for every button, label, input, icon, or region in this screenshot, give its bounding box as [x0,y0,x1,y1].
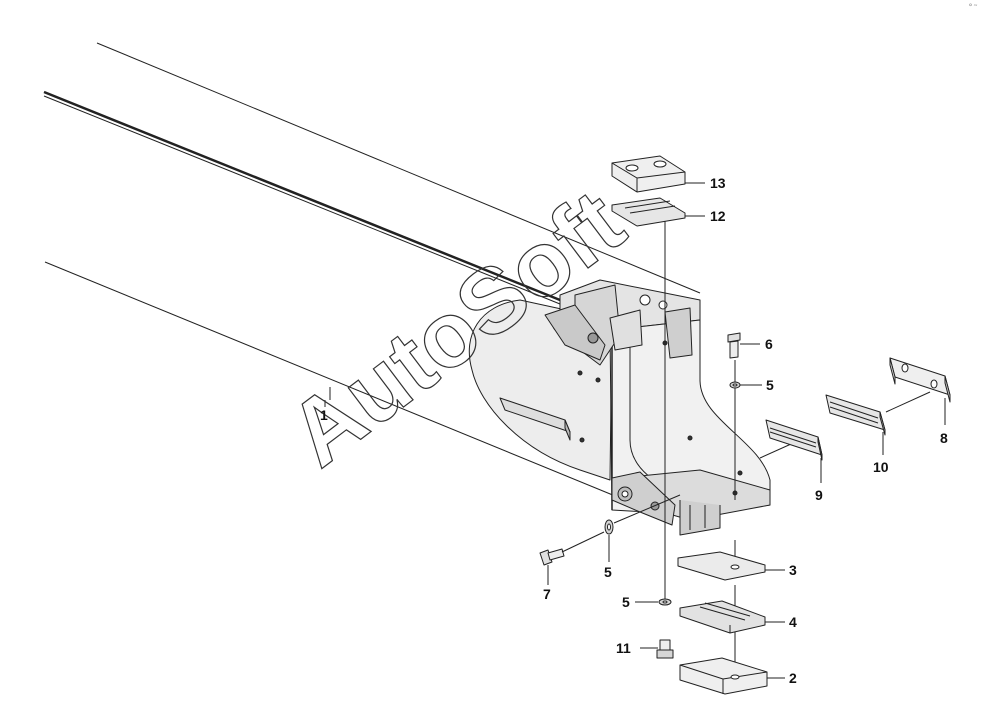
part-label-5-bottom: 5 [622,594,630,610]
spacer-plate-part [611,197,686,227]
part-label-13: 13 [710,175,726,191]
part-label-1: 1 [320,407,328,423]
side-shim-large-part [825,391,931,436]
washer-part [604,381,741,606]
bolt-part [727,332,741,359]
part-label-8: 8 [940,430,948,446]
part-label-11: 11 [616,640,631,656]
lower-plate-part [677,551,766,581]
part-label-2: 2 [789,670,797,686]
part-label-5-top: 5 [766,377,774,393]
top-block-part [611,155,686,193]
side-shim-small-part [765,419,823,461]
part-label-3: 3 [789,562,797,578]
mounting-bracket [468,279,771,536]
bottom-block-part [679,657,768,695]
bottom-bolt-part [656,639,674,659]
part-label-12: 12 [710,208,726,224]
lower-shim-part [679,600,766,634]
part-label-9: 9 [815,487,823,503]
side-bolt-part [539,439,801,566]
part-label-6: 6 [765,336,773,352]
part-label-10: 10 [873,459,889,475]
part-labels: 13 12 6 5 8 10 9 1 3 4 2 5 7 5 11 [320,175,948,686]
side-block-part [889,357,951,403]
corner-mark: ˚˜ [968,3,978,15]
part-label-5-left: 5 [604,564,612,580]
beam-part [43,42,701,499]
part-label-7: 7 [543,586,551,602]
leader-lines [324,182,946,679]
part-label-4: 4 [789,614,797,630]
